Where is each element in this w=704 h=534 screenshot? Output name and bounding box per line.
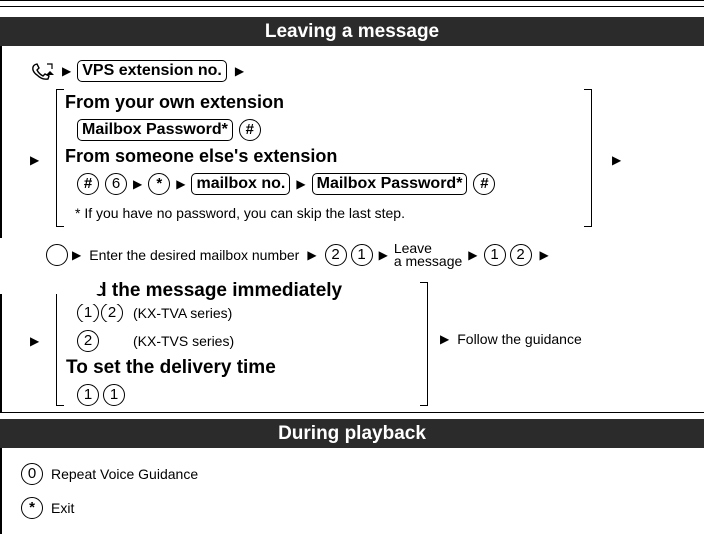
triangle-right-icon: ▶ — [468, 248, 478, 262]
bracket-left — [56, 282, 64, 406]
delivery-sequence: 1 1 — [77, 384, 125, 406]
section-header-playback: During playback — [0, 419, 704, 448]
own-extension-sequence: Mailbox Password* # — [77, 119, 261, 141]
else-extension-sequence: # 6 ▶ * ▶ mailbox no. ▶ Mailbox Password… — [77, 173, 496, 195]
hash-key: # — [77, 173, 99, 195]
send-immediately-title: d the message immediately — [95, 280, 343, 301]
digit-key: 1 — [350, 244, 373, 266]
bracket-left — [56, 89, 64, 227]
hash-key: # — [238, 119, 261, 141]
triangle-right-icon: ▶ — [612, 153, 622, 167]
section-header-leaving: Leaving a message — [0, 17, 704, 46]
hash-key: # — [473, 173, 496, 195]
triangle-right-icon: ▶ — [133, 177, 143, 191]
bracket-right — [584, 89, 592, 227]
star-key: * — [148, 173, 171, 195]
bracket-right — [420, 282, 428, 406]
tva-series-label: (KX-TVA series) — [133, 305, 233, 321]
tvs-series-label: (KX-TVS series) — [133, 333, 235, 349]
tva-sequence: 1 2 (KX-TVA series) — [77, 304, 232, 322]
mailbox-password-key: Mailbox Password* — [77, 119, 233, 141]
follow-guidance: ▶ Follow the guidance — [440, 331, 582, 347]
section-divider — [0, 412, 704, 413]
digit-key: 1 — [77, 304, 99, 322]
own-extension-title: From your own extension — [65, 92, 285, 112]
digit-key: 1 — [483, 244, 506, 266]
triangle-right-icon: ▶ — [296, 177, 306, 191]
playback-item: 0 Repeat Voice Guidance — [21, 463, 198, 485]
section-left-rule — [0, 46, 2, 413]
triangle-right-icon: ▶ — [440, 332, 450, 346]
triangle-right-icon: ▶ — [62, 64, 72, 78]
password-footnote: * If you have no password, you can skip … — [75, 205, 405, 221]
triangle-right-icon: ▶ — [539, 248, 549, 262]
digit-key: 1 — [103, 384, 125, 406]
triangle-right-icon: ▶ — [307, 248, 317, 262]
digit-key: 1 — [77, 384, 99, 406]
mailbox-password-key: Mailbox Password* — [311, 173, 468, 195]
triangle-right-icon: ▶ — [30, 334, 40, 348]
delivery-time-title: To set the delivery time — [66, 357, 276, 378]
else-extension-title: From someone else's extension — [65, 146, 338, 166]
triangle-right-icon: ▶ — [72, 248, 82, 262]
follow-guidance-text: Follow the guidance — [457, 331, 582, 347]
top-rule — [0, 0, 704, 7]
mailbox-number-key: mailbox no. — [191, 173, 291, 195]
playback-item-label: Exit — [51, 500, 75, 516]
triangle-right-icon: ▶ — [378, 248, 388, 262]
digit-key: 2 — [77, 330, 99, 352]
tvs-sequence: 2 (KX-TVS series) — [77, 330, 234, 352]
digit-key: 2 — [324, 244, 347, 266]
handset-offhook-icon — [30, 61, 56, 81]
triangle-right-icon: ▶ — [30, 153, 40, 167]
triangle-right-icon: ▶ — [234, 64, 245, 78]
section-left-rule — [0, 448, 2, 534]
step-number-icon — [46, 244, 68, 266]
vps-extension-key: VPS extension no. — [77, 60, 227, 82]
playback-item-label: Repeat Voice Guidance — [51, 466, 199, 482]
digit-key: 2 — [509, 244, 532, 266]
step-dial-vps: ▶ VPS extension no. ▶ — [30, 60, 244, 82]
playback-item: * Exit — [21, 497, 74, 519]
star-key: * — [21, 497, 43, 519]
step-select-mailbox: ▶ Enter the desired mailbox number ▶ 2 1… — [0, 238, 704, 270]
triangle-right-icon: ▶ — [176, 177, 186, 191]
digit-key: 2 — [101, 304, 123, 322]
select-mailbox-text: Enter the desired mailbox number — [89, 247, 300, 263]
digit-key: 0 — [21, 463, 43, 485]
digit-key: 6 — [105, 173, 127, 195]
